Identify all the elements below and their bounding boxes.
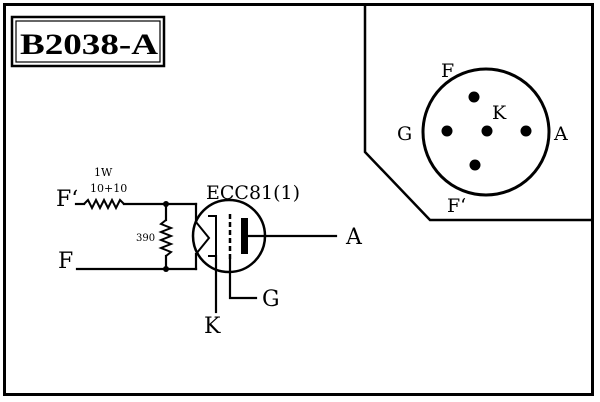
heater-element: [195, 221, 211, 255]
series-resistor: [83, 197, 125, 211]
junction-top: [163, 201, 169, 207]
series-resistor-label-line2: 10+10: [90, 182, 127, 195]
shunt-resistor-label: 390: [136, 233, 155, 244]
pin-dot-right: [520, 125, 532, 137]
pin-dot-center: [481, 125, 493, 137]
grid-label: G: [262, 287, 280, 312]
outer-frame: [3, 3, 594, 396]
pin-dot-left: [441, 125, 453, 137]
pin-label-bottom: F‘: [447, 195, 466, 217]
pin-dot-top: [468, 91, 480, 103]
anode-label: A: [345, 225, 363, 250]
pin-label-top: F: [441, 60, 454, 82]
input-top-label: F‘: [56, 187, 78, 212]
grid-lead: [228, 258, 258, 300]
series-resistor-label-line1: 1W: [94, 166, 113, 179]
cathode-label: K: [204, 314, 221, 339]
cathode-element: [208, 215, 217, 257]
socket-panel-border: [363, 5, 592, 222]
socket-circle: [421, 67, 551, 197]
pin-label-right: A: [553, 123, 568, 145]
pin-dot-bottom: [469, 159, 481, 171]
title-text: B2038-A: [20, 28, 158, 61]
anode-plate: [241, 218, 248, 254]
pin-label-center: K: [492, 102, 507, 124]
junction-bottom: [163, 266, 169, 272]
title-box: B2038-A: [10, 15, 166, 68]
input-bottom-label: F: [58, 249, 73, 274]
tube-label: ECC81(1): [206, 182, 300, 204]
schematic: F‘ F 1W 10+10 390 ECC81(1): [56, 166, 363, 339]
pin-label-left: G: [397, 123, 412, 145]
socket-pinout: F G K A F‘: [397, 60, 568, 217]
shunt-resistor: [158, 219, 174, 257]
